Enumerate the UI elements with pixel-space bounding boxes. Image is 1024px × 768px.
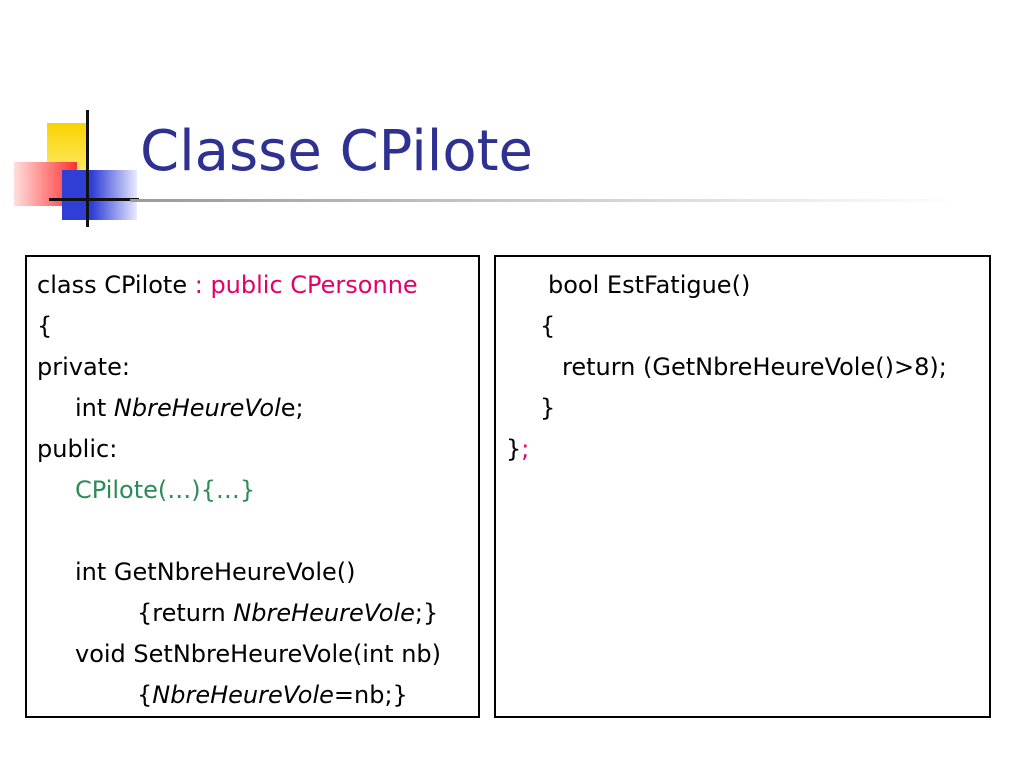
horizontal-line-decoration: [49, 198, 139, 201]
code-text: class CPilote: [37, 271, 195, 299]
code-line: {: [37, 312, 53, 340]
code-line: class CPilote : public CPersonne: [37, 265, 468, 306]
code-italic-text: NbreHeureVol: [113, 394, 281, 422]
code-text: e;: [280, 394, 304, 422]
code-line: return (GetNbreHeureVole()>8);: [562, 353, 947, 381]
code-text: }: [506, 435, 522, 463]
code-italic-text: NbreHeureVole: [233, 599, 415, 627]
title-underline-rule: [130, 199, 960, 202]
code-text: =nb;}: [333, 681, 408, 709]
code-text: ;}: [414, 599, 439, 627]
code-box-right: bool EstFatigue() { return (GetNbreHeure…: [494, 255, 991, 718]
vertical-line-decoration: [86, 110, 89, 227]
code-line: public:: [37, 435, 118, 463]
code-line: void SetNbreHeureVole(int nb): [75, 640, 442, 668]
slide-logo-decoration: [0, 0, 150, 240]
code-text: {return: [137, 599, 234, 627]
semicolon-text: ;: [521, 435, 530, 463]
code-line: int NbreHeureVole;: [37, 388, 468, 429]
code-italic-text: NbreHeureVole: [152, 681, 334, 709]
code-line: {return NbreHeureVole;}: [37, 593, 468, 634]
code-line: int GetNbreHeureVole(): [75, 558, 356, 586]
slide-title: Classe CPilote: [140, 119, 534, 184]
code-text: int: [75, 394, 114, 422]
inheritance-text: : public CPersonne: [194, 271, 418, 299]
code-line: {NbreHeureVole=nb;}: [37, 675, 468, 716]
code-line: bool EstFatigue(): [548, 271, 751, 299]
blue-square-decoration: [62, 170, 137, 220]
code-text: {: [137, 681, 153, 709]
constructor-line: CPilote(…){…}: [75, 476, 256, 504]
code-line: private:: [37, 353, 130, 381]
code-line: }: [540, 394, 556, 422]
code-line: };: [506, 429, 979, 470]
empty-code-line: [37, 511, 468, 552]
code-box-left: class CPilote : public CPersonne { priva…: [25, 255, 480, 718]
code-line: {: [540, 312, 556, 340]
